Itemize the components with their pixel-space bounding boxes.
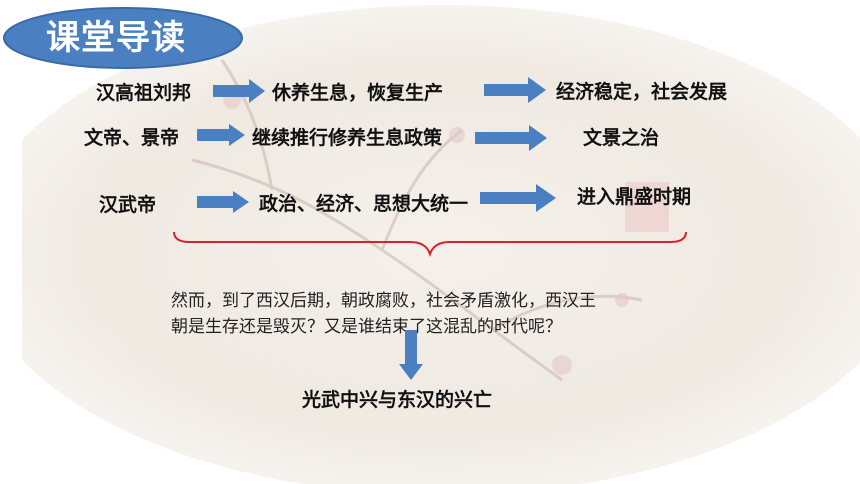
row2-action: 继续推行修养生息政策 [252, 127, 443, 149]
arrow-down-icon [399, 330, 423, 380]
row1-result: 经济稳定，社会发展 [556, 81, 728, 103]
row1-action: 休养生息，恢复生产 [272, 82, 444, 104]
conclusion-text: 光武中兴与东汉的兴亡 [302, 389, 493, 411]
title-badge [3, 7, 243, 69]
row3-action: 政治、经济、思想大统一 [259, 193, 469, 215]
paragraph-line-1: 然而，到了西汉后期，朝政腐败，社会矛盾激化，西汉王 [171, 291, 596, 311]
brace-divider [173, 231, 687, 258]
row3-subject: 汉武帝 [99, 194, 157, 216]
paragraph-line-2: 朝是生存还是毁灭？又是谁结束了这混乱的时代呢？ [171, 317, 562, 337]
arrow-right-icon [197, 124, 245, 146]
row3-result: 进入鼎盛时期 [577, 186, 692, 208]
page-title: 课堂导读 [46, 18, 186, 58]
arrow-right-icon [197, 191, 249, 213]
background-painting [22, 5, 860, 484]
row2-result: 文景之治 [583, 127, 660, 149]
arrow-right-icon [484, 77, 546, 103]
arrow-right-icon [213, 79, 265, 103]
arrow-right-icon [480, 184, 556, 212]
arrow-right-icon [475, 125, 547, 151]
row2-subject: 文帝、景帝 [84, 127, 180, 149]
row1-subject: 汉高祖刘邦 [96, 82, 192, 104]
